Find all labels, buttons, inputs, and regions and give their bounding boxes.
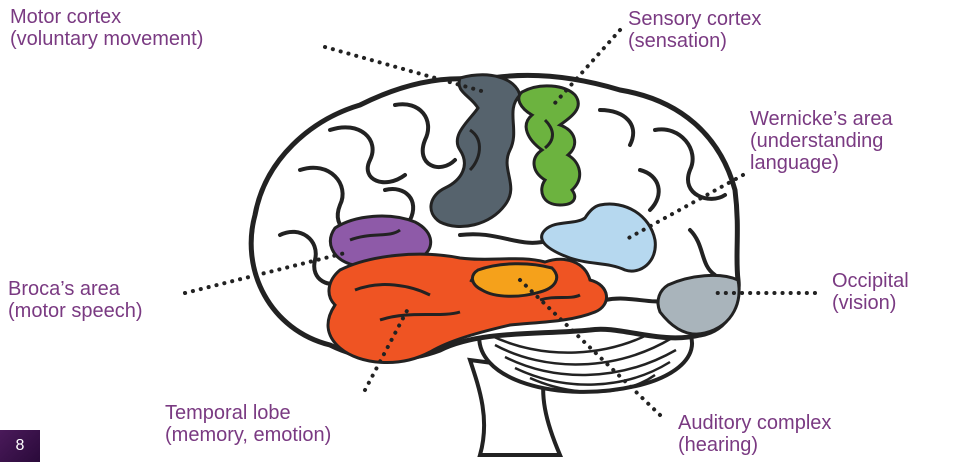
temporal-lobe-label: Temporal lobe (memory, emotion) — [165, 402, 331, 446]
sensory-cortex-desc: (sensation) — [628, 30, 761, 52]
occipital-desc: (vision) — [832, 292, 909, 314]
wernicke-label: Wernicke’s area (understanding language) — [750, 108, 893, 174]
auditory-title: Auditory complex — [678, 412, 831, 434]
temporal-lobe-desc: (memory, emotion) — [165, 424, 331, 446]
occipital-title: Occipital — [832, 270, 909, 292]
broca-label: Broca’s area (motor speech) — [8, 278, 143, 322]
wernicke-title: Wernicke’s area — [750, 108, 893, 130]
motor-cortex-desc: (voluntary movement) — [10, 28, 203, 50]
motor-cortex-label: Motor cortex (voluntary movement) — [10, 6, 203, 50]
auditory-label: Auditory complex (hearing) — [678, 412, 831, 456]
wernicke-desc-1: (understanding — [750, 130, 893, 152]
broca-desc: (motor speech) — [8, 300, 143, 322]
motor-cortex-title: Motor cortex — [10, 6, 203, 28]
occipital-label: Occipital (vision) — [832, 270, 909, 314]
temporal-lobe-title: Temporal lobe — [165, 402, 331, 424]
broca-title: Broca’s area — [8, 278, 143, 300]
sensory-cortex-title: Sensory cortex — [628, 8, 761, 30]
sensory-cortex-label: Sensory cortex (sensation) — [628, 8, 761, 52]
auditory-desc: (hearing) — [678, 434, 831, 456]
corner-badge: 8 — [0, 430, 40, 462]
wernicke-desc-2: language) — [750, 152, 893, 174]
auditory-region — [472, 264, 556, 297]
